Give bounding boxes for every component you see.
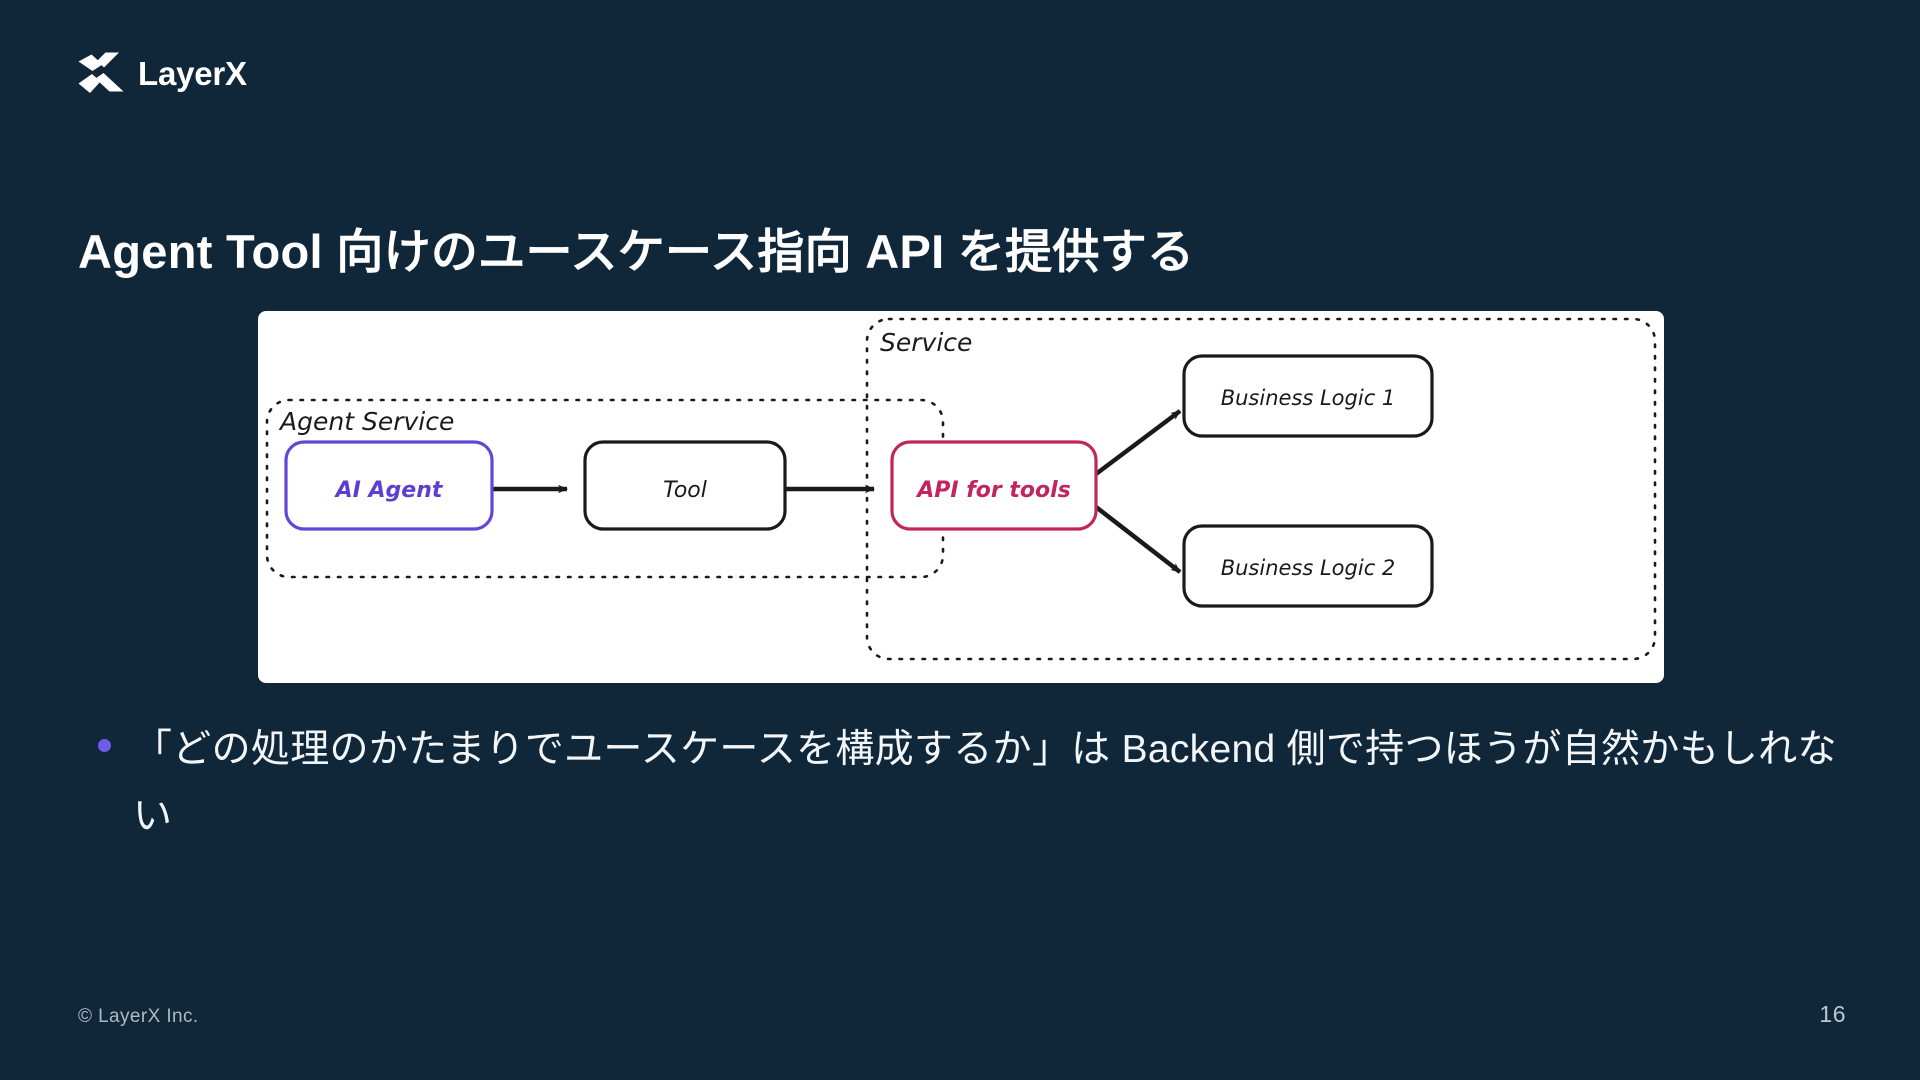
node-label-business-logic-2: Business Logic 2 (1221, 556, 1396, 580)
architecture-diagram: Agent Service Service AI Agent Tool (265, 317, 1657, 661)
node-label-business-logic-1: Business Logic 1 (1221, 386, 1396, 410)
arrow-api-to-business-logic-2 (1094, 505, 1182, 574)
footer-copyright: © LayerX Inc. (78, 1006, 199, 1027)
node-api-for-tools: API for tools (890, 440, 1098, 531)
node-label-ai-agent: AI Agent (334, 478, 444, 503)
arrow-api-to-business-logic-1 (1094, 409, 1182, 476)
bullet-marker-icon (98, 739, 111, 752)
diagram-panel: Agent Service Service AI Agent Tool (258, 311, 1664, 683)
brand-wordmark: LayerX (138, 54, 247, 92)
node-business-logic-2: Business Logic 2 (1182, 524, 1434, 608)
brand-logo: LayerX (78, 52, 247, 94)
node-label-tool: Tool (663, 478, 707, 503)
group-label-service: Service (880, 328, 972, 357)
node-business-logic-1: Business Logic 1 (1182, 354, 1434, 438)
bullet-text: 「どの処理のかたまりでユースケースを構成するか」は Backend 側で持つほう… (133, 728, 1837, 839)
group-agent-service: Agent Service (265, 398, 945, 579)
bullet-list-item: 「どの処理のかたまりでユースケースを構成するか」は Backend 側で持つほう… (98, 716, 1858, 850)
node-tool: Tool (583, 440, 787, 531)
group-label-agent-service: Agent Service (278, 407, 454, 436)
node-label-api-for-tools: API for tools (915, 478, 1071, 503)
node-ai-agent: AI Agent (284, 440, 494, 531)
page-title: Agent Tool 向けのユースケース指向 API を提供する (78, 225, 1195, 279)
footer-page-number: 16 (1819, 1001, 1846, 1027)
layerx-x-mark-icon (78, 52, 124, 93)
